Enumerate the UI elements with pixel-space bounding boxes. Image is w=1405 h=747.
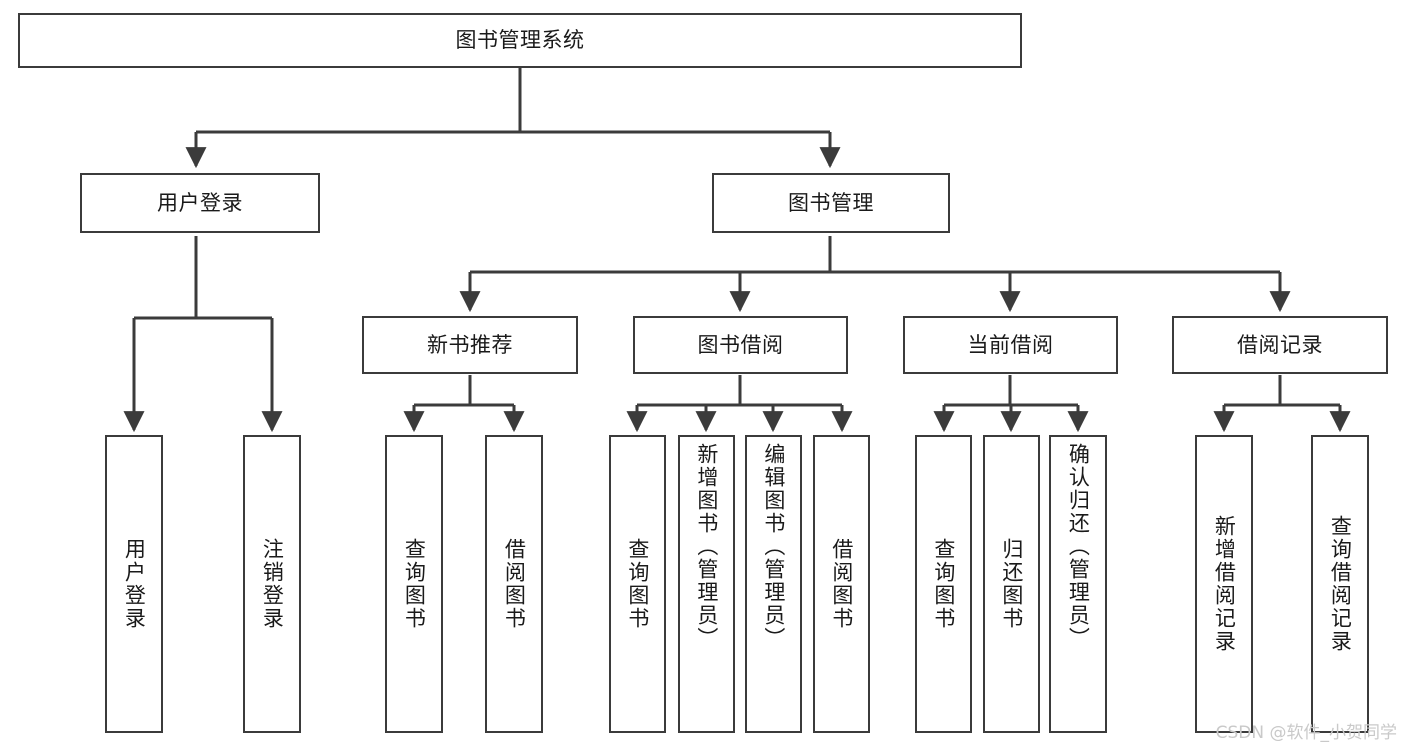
- leaf-user-login-logout[interactable]: 注销登录: [243, 435, 301, 733]
- node-book-management-label: 图书管理: [788, 190, 874, 215]
- node-current-borrow[interactable]: 当前借阅: [903, 316, 1118, 374]
- leaf-label: 新增图书（管理员）: [694, 443, 719, 650]
- node-root-label: 图书管理系统: [455, 28, 585, 53]
- leaf-label: 编辑图书（管理员）: [761, 443, 786, 650]
- node-borrow-record-label: 借阅记录: [1237, 332, 1323, 357]
- leaf-label: 查询借阅记录: [1328, 515, 1353, 653]
- csdn-watermark: CSDN @软件_小贺同学: [1215, 723, 1397, 743]
- leaf-label: 借阅图书: [502, 538, 527, 630]
- leaf-current-return-book[interactable]: 归还图书: [983, 435, 1040, 733]
- leaf-current-confirm-return-admin[interactable]: 确认归还（管理员）: [1049, 435, 1107, 733]
- node-root[interactable]: 图书管理系统: [18, 13, 1022, 68]
- leaf-label: 用户登录: [122, 538, 147, 630]
- leaf-borrow-add-book-admin[interactable]: 新增图书（管理员）: [678, 435, 735, 733]
- leaf-borrow-edit-book-admin[interactable]: 编辑图书（管理员）: [745, 435, 802, 733]
- leaf-recommend-borrow-book[interactable]: 借阅图书: [485, 435, 543, 733]
- node-user-login[interactable]: 用户登录: [80, 173, 320, 233]
- leaf-label: 注销登录: [260, 538, 285, 630]
- leaf-label: 查询图书: [931, 538, 956, 630]
- node-book-borrow-label: 图书借阅: [697, 332, 784, 357]
- node-borrow-record[interactable]: 借阅记录: [1172, 316, 1388, 374]
- leaf-current-query-book[interactable]: 查询图书: [915, 435, 972, 733]
- node-current-borrow-label: 当前借阅: [967, 332, 1054, 357]
- leaf-user-login-login[interactable]: 用户登录: [105, 435, 163, 733]
- leaf-label: 查询图书: [625, 538, 650, 630]
- node-new-book-recommend[interactable]: 新书推荐: [362, 316, 578, 374]
- leaf-label: 借阅图书: [829, 538, 854, 630]
- leaf-record-query-record[interactable]: 查询借阅记录: [1311, 435, 1369, 733]
- leaf-label: 归还图书: [999, 538, 1024, 630]
- leaf-label: 查询图书: [402, 538, 427, 630]
- leaf-recommend-query-book[interactable]: 查询图书: [385, 435, 443, 733]
- node-book-management[interactable]: 图书管理: [712, 173, 950, 233]
- node-book-borrow[interactable]: 图书借阅: [633, 316, 848, 374]
- node-user-login-label: 用户登录: [157, 190, 243, 215]
- leaf-borrow-query-book[interactable]: 查询图书: [609, 435, 666, 733]
- leaf-label: 确认归还（管理员）: [1066, 443, 1091, 650]
- node-new-book-recommend-label: 新书推荐: [427, 332, 513, 357]
- leaf-borrow-borrow-book[interactable]: 借阅图书: [813, 435, 870, 733]
- leaf-record-add-record[interactable]: 新增借阅记录: [1195, 435, 1253, 733]
- leaf-label: 新增借阅记录: [1212, 515, 1237, 653]
